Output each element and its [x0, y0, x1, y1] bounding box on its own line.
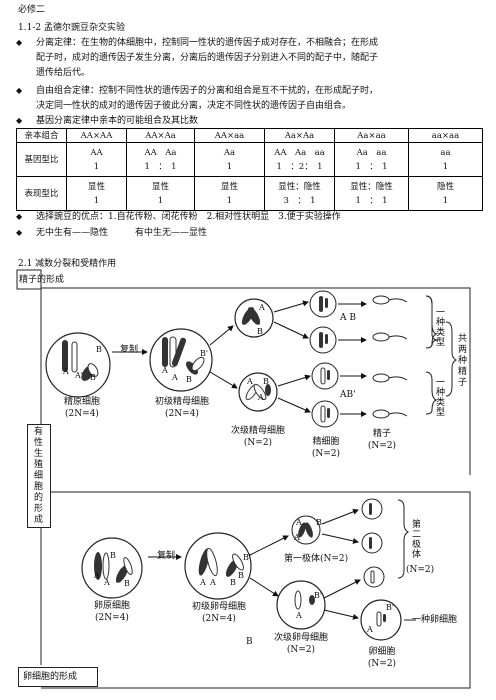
svg-text:B: B — [124, 579, 130, 588]
svg-text:B: B — [90, 373, 96, 382]
svg-text:A: A — [295, 611, 302, 620]
svg-text:B: B — [238, 571, 244, 580]
bullet-diamond: ◆ — [16, 116, 23, 125]
separation-law: 分离定律：在生物的体细胞中，控制同一性状的遗传因子成对存在，不相融合；在形成 配… — [36, 38, 379, 78]
svg-text:B: B — [96, 345, 102, 354]
secondary-spermatocyte-cell-1 — [234, 298, 274, 338]
svg-text:B: B — [263, 377, 269, 386]
secondary-oocyte-label: 次级卵母细胞(N=2) — [273, 633, 328, 655]
svg-text:B': B' — [386, 603, 394, 612]
section2-title: 2.1 减数分裂和受精作用 — [18, 259, 117, 269]
row-label: 表现型比 — [16, 176, 67, 211]
type-label-2: 一种类型 — [436, 378, 446, 418]
egg-cell — [360, 599, 402, 641]
secondary-spermatocyte-cell-2 — [238, 372, 278, 412]
sperm-label: 精子(N=2) — [367, 429, 397, 451]
cross-table: 亲本组合 AA×AA AA×Aa AA×aa Aa×Aa Aa×aa aa×aa… — [16, 128, 483, 211]
first-polar-body-cell — [291, 515, 321, 545]
independent-law: 自由组合定律：控制不同性状的遗传因子的分离和组合是互不干扰的，在形成配子时， 决… — [36, 86, 379, 111]
bullet-diamond: ◆ — [16, 38, 23, 47]
egg-cell-label: 卵细胞(N=2) — [367, 647, 397, 669]
svg-text:B: B — [230, 578, 236, 587]
row-label: 基因型比 — [16, 142, 67, 177]
side-label-box: 有性生 殖细胞 的形成 — [27, 424, 51, 528]
sperm-cells — [372, 295, 408, 419]
pea-advantages: 选择豌豆的优点：1.自花传粉、闭花传粉 2.相对性状明显 3.便于实验操作 — [36, 212, 341, 222]
svg-text:B: B — [316, 518, 322, 527]
spermatid-label: 精细胞(N=2) — [311, 437, 341, 459]
gene-combo-ab: A B — [340, 313, 356, 323]
svg-text:A: A — [161, 366, 168, 375]
table-caption: 基因分离定律中亲本的可能组合及其比数 — [36, 116, 199, 126]
bullet-diamond: ◆ — [16, 228, 23, 237]
secondary-oocyte-cell — [276, 580, 326, 630]
svg-text:A: A — [293, 533, 300, 542]
svg-text:A: A — [103, 578, 110, 587]
gene-combo-ab2: AB' — [340, 390, 356, 400]
svg-text:B: B — [257, 327, 263, 336]
oogonium-label: 卵原细胞(2N=4) — [93, 601, 130, 623]
primary-oocyte-cell — [184, 532, 252, 600]
secondary-spermatocyte-label: 次级精母细胞(N=2) — [230, 426, 285, 448]
type-label-1: 一种类型 — [436, 308, 446, 348]
spermatid-cells — [309, 290, 339, 428]
page-header: 必修二 — [18, 5, 46, 15]
svg-text:A: A — [209, 578, 216, 587]
svg-text:B': B' — [314, 591, 322, 600]
svg-text:A: A — [171, 373, 178, 382]
total-sperm-label: 共两种精子 — [458, 334, 468, 388]
svg-text:B': B' — [200, 349, 208, 358]
second-polar-body-n: (N=2) — [406, 565, 435, 575]
primary-spermatocyte-cell — [149, 328, 213, 392]
oogonium-cell — [81, 537, 143, 599]
dominance-rule: 无中生有——隐性 有中生无——显性 — [36, 228, 208, 238]
svg-text:A: A — [295, 518, 302, 527]
svg-text:A: A — [199, 578, 206, 587]
first-polar-body-label: 第一极体(N=2) — [284, 554, 349, 564]
svg-text:B': B' — [243, 553, 251, 562]
svg-text:B: B — [186, 375, 192, 384]
svg-text:B: B — [110, 551, 116, 560]
allele-b-label: B — [246, 637, 253, 647]
sperm-box-frame — [16, 269, 42, 290]
second-polar-body-label: 第二极体 — [412, 520, 422, 560]
bullet-diamond: ◆ — [16, 86, 23, 95]
section1-title: 1.1-2 孟德尔豌豆杂交实验 — [18, 23, 125, 33]
svg-text:A: A — [246, 377, 253, 386]
spermatogonium-label: 精原细胞(2N=4) — [63, 397, 100, 419]
svg-text:A: A — [258, 303, 265, 312]
one-egg-label: 一种卵细胞 — [412, 615, 458, 625]
polar-bodies — [361, 498, 385, 588]
replication-label: 复制 — [157, 551, 176, 561]
svg-text:A: A — [366, 625, 373, 634]
bullet-diamond: ◆ — [16, 212, 23, 221]
egg-formation-box: 卵细胞的形成 — [18, 667, 98, 687]
svg-text:A: A — [257, 393, 264, 402]
svg-text:A: A — [93, 571, 100, 580]
replication-label: 复制 — [120, 345, 139, 355]
spermatogonium-cell — [45, 332, 111, 398]
svg-text:A: A — [62, 367, 69, 376]
primary-oocyte-label: 初级卵母细胞(2N=4) — [191, 602, 246, 624]
svg-text:A': A' — [74, 371, 83, 380]
sperm-formation-label: 精子的形成 — [19, 275, 65, 285]
primary-spermatocyte-label: 初级精母细胞(2N=4) — [154, 397, 209, 419]
